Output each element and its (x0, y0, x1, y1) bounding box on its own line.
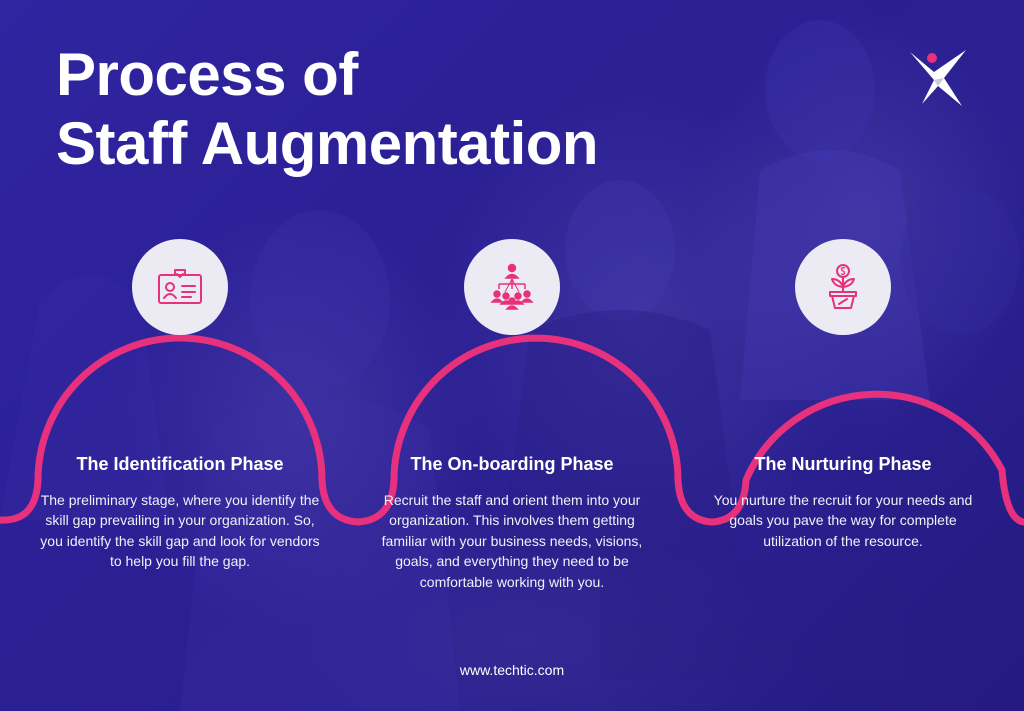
money-plant-icon (829, 264, 857, 309)
footer-url: www.techtic.com (459, 662, 565, 678)
page-title: Process of Staff Augmentation (56, 40, 599, 178)
phase-nurturing: The Nurturing Phase You nurture the recr… (703, 454, 983, 551)
phase-1-icon-circle (132, 239, 228, 335)
phase-1-title: The Identification Phase (76, 454, 284, 474)
phase-2-title: The On-boarding Phase (410, 454, 614, 474)
phase-3-description: You nurture the recruit for your needs a… (713, 491, 973, 549)
title-line-2: Staff Augmentation (56, 110, 599, 177)
phase-1-description: The preliminary stage, where you identif… (40, 491, 320, 570)
phase-identification: The Identification Phase The preliminary… (40, 454, 320, 572)
phase-2-icon-circle (464, 239, 560, 335)
phase-3-icon-circle (795, 239, 891, 335)
brand-logo-icon (910, 50, 966, 106)
title-line-1: Process of (56, 41, 358, 108)
phase-3-title: The Nurturing Phase (754, 454, 932, 474)
phase-onboarding: The On-boarding Phase Recruit the staff … (372, 454, 652, 592)
phase-2-description: Recruit the staff and orient them into y… (381, 491, 643, 590)
id-card-icon (158, 269, 202, 304)
org-chart-icon (490, 263, 534, 310)
